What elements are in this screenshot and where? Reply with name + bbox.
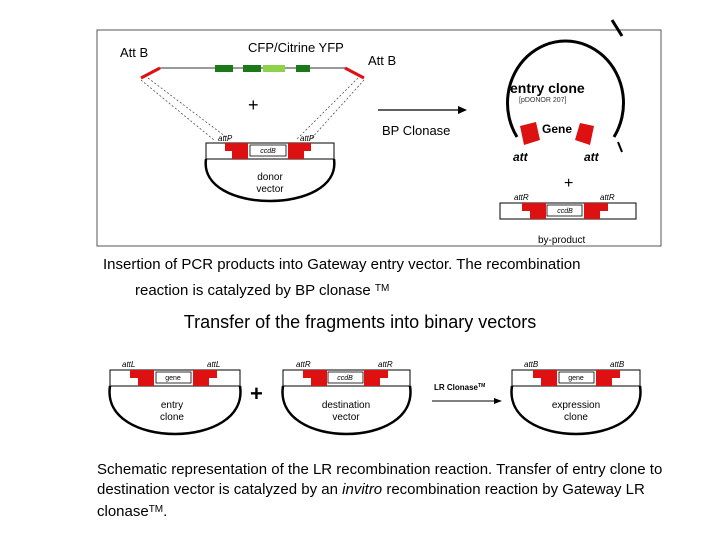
caption-text: . bbox=[163, 503, 168, 520]
lr-clonase-tm: TM bbox=[478, 383, 485, 389]
left-attb-label: Att B bbox=[120, 45, 148, 60]
att-left-label: att bbox=[513, 150, 529, 164]
insert-segment bbox=[263, 65, 285, 72]
ccdb-box bbox=[327, 371, 364, 384]
arrowhead bbox=[494, 398, 502, 404]
plus-sign: + bbox=[564, 175, 573, 192]
attp-left-label: attP bbox=[218, 134, 233, 143]
gene-label: gene bbox=[165, 375, 181, 382]
entry-clone-plasmid bbox=[506, 39, 625, 138]
caption-line: Insertion of PCR products into Gateway e… bbox=[103, 256, 581, 273]
donor-label: donor bbox=[257, 172, 283, 183]
strand-mark bbox=[617, 141, 623, 153]
strand-mark bbox=[610, 19, 624, 37]
trademark: TM bbox=[374, 283, 390, 294]
caption-line: reaction is catalyzed by BP clonase TM bbox=[103, 277, 703, 303]
expression-backbone bbox=[510, 385, 642, 436]
section-heading: Transfer of the fragments into binary ve… bbox=[183, 312, 537, 332]
arrowhead bbox=[458, 106, 467, 114]
attr-right-label: attR bbox=[600, 193, 615, 202]
attb-left-site bbox=[533, 370, 557, 386]
ccdb-box bbox=[249, 144, 287, 157]
bp-reaction-diagram: Att B CFP/Citrine YFP Att B + attP attP … bbox=[96, 19, 662, 247]
ccdb-label: ccdB bbox=[260, 148, 276, 155]
caption-text: Schematic representation of the LR recom… bbox=[97, 461, 663, 498]
attr-right-label: attR bbox=[378, 360, 393, 369]
attr-right-site bbox=[584, 203, 608, 219]
gene-label: gene bbox=[568, 375, 584, 382]
attr-left-label: attR bbox=[296, 360, 311, 369]
attl-right-label: attL bbox=[207, 360, 220, 369]
attr-left-site bbox=[522, 203, 546, 219]
entry-clone-label: entry clone bbox=[510, 80, 585, 96]
gene-label: Gene bbox=[542, 122, 572, 136]
attr-left-site bbox=[303, 370, 327, 386]
plus-sign: + bbox=[250, 381, 263, 406]
attp-left-site bbox=[225, 143, 248, 159]
ccdb-label: ccdB bbox=[557, 208, 573, 215]
insert-segment bbox=[215, 65, 233, 72]
insert-segment bbox=[243, 65, 261, 72]
att-right-site bbox=[575, 123, 594, 145]
expression-label: expression bbox=[552, 400, 600, 411]
crossover-line bbox=[147, 77, 231, 141]
plus-sign: + bbox=[248, 95, 259, 115]
attr-left-label: attR bbox=[514, 193, 529, 202]
insert-segment bbox=[296, 65, 310, 72]
right-attb-label: Att B bbox=[368, 53, 396, 68]
attl-right-site bbox=[193, 370, 217, 386]
caption-lr-reaction: Schematic representation of the LR recom… bbox=[97, 460, 697, 522]
crossover-line bbox=[309, 79, 365, 141]
donor-backbone bbox=[204, 158, 336, 203]
bp-clonase-label: BP Clonase bbox=[382, 123, 450, 138]
vector-label: vector bbox=[256, 184, 284, 195]
entry-label: entry bbox=[161, 400, 183, 411]
caption-text: reaction is catalyzed by BP clonase bbox=[135, 282, 375, 299]
vector-label: vector bbox=[332, 412, 360, 423]
insert-label: CFP/Citrine YFP bbox=[248, 40, 344, 55]
right-attb-site bbox=[344, 66, 365, 80]
destination-backbone bbox=[281, 385, 412, 436]
att-right-label: att bbox=[584, 150, 600, 164]
attp-right-site bbox=[288, 143, 311, 159]
attp-right-label: attP bbox=[300, 134, 315, 143]
attl-left-label: attL bbox=[122, 360, 135, 369]
lr-clonase-text: LR Clonase bbox=[434, 383, 479, 392]
ccdb-box bbox=[546, 204, 583, 217]
att-left-site bbox=[520, 122, 540, 145]
attb-right-label: attB bbox=[610, 360, 625, 369]
attb-right-site bbox=[596, 370, 620, 386]
left-attb-site bbox=[140, 66, 161, 80]
crossover-line bbox=[295, 77, 359, 141]
clone-label: clone bbox=[160, 412, 184, 423]
destination-label: destination bbox=[322, 400, 370, 411]
gene-box bbox=[558, 371, 595, 384]
attb-left-label: attB bbox=[524, 360, 539, 369]
lr-clonase-label: LR ClonaseTM bbox=[434, 383, 485, 392]
lr-reaction-diagram: attL attL gene entry clone + attR attR c… bbox=[108, 360, 642, 436]
entry-backbone bbox=[108, 385, 242, 436]
attl-left-site bbox=[130, 370, 154, 386]
caption-bp-reaction: Insertion of PCR products into Gateway e… bbox=[103, 253, 703, 303]
caption-text: recombination reaction by Gateway LR clo… bbox=[97, 481, 645, 520]
clone-label: clone bbox=[564, 412, 588, 423]
attr-right-site bbox=[364, 370, 388, 386]
caption-italic: invitro bbox=[342, 481, 383, 498]
trademark: TM bbox=[148, 504, 164, 515]
pdonr-label: [pDONOR 207] bbox=[519, 97, 567, 104]
ccdb-label: ccdB bbox=[337, 375, 353, 382]
gene-box bbox=[155, 371, 192, 384]
byproduct-label: by-product bbox=[538, 235, 585, 246]
